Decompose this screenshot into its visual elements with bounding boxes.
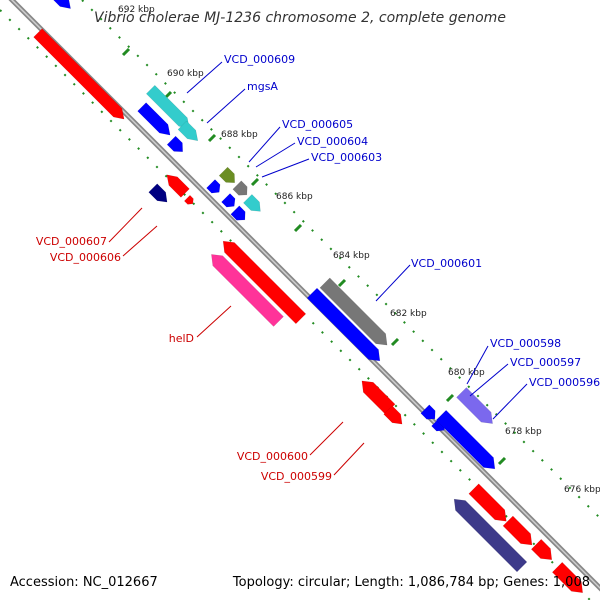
gene-label: VCD_000603 xyxy=(311,151,382,164)
gene-label: mgsA xyxy=(247,80,278,93)
tick-label: 682 kbp xyxy=(390,309,427,319)
tick-label: 678 kbp xyxy=(505,427,542,437)
gene-label-leader xyxy=(261,158,310,178)
gene-arrow xyxy=(166,135,183,152)
gene-arrow xyxy=(137,102,171,136)
gene-arrow xyxy=(383,405,403,425)
gene-label: VCD_000600 xyxy=(237,450,308,463)
gene-arrow xyxy=(53,0,71,9)
gene-label: VCD_000601 xyxy=(411,257,482,270)
tick-mark xyxy=(250,177,260,187)
gene-label-leader xyxy=(196,305,232,338)
gene-label-leader xyxy=(108,207,143,243)
gene-label: VCD_000605 xyxy=(282,118,353,131)
tick-mark xyxy=(121,47,131,57)
gene-arrow xyxy=(222,240,307,325)
gene-arrow xyxy=(502,515,533,546)
gene-arrow xyxy=(166,174,190,198)
gene-label-leader xyxy=(469,363,509,397)
accession-text: Accession: NC_012667 xyxy=(10,575,158,590)
genome-stats-text: Topology: circular; Length: 1,086,784 bp… xyxy=(232,575,590,590)
gene-arrow xyxy=(319,277,388,346)
gene-label-leader xyxy=(186,61,223,94)
gene-arrow xyxy=(361,380,396,415)
gene-label: VCD_000604 xyxy=(297,135,368,148)
gene-label: VCD_000607 xyxy=(36,235,107,248)
gene-arrow xyxy=(148,183,168,203)
gene-label-leader xyxy=(122,225,158,257)
gene-arrow xyxy=(218,166,235,183)
gene-arrow xyxy=(551,561,583,593)
gene-arrow xyxy=(221,193,236,208)
gene-label-leader xyxy=(206,88,246,124)
gene-arrow xyxy=(435,409,496,470)
gene-layer xyxy=(33,0,583,593)
gene-label: VCD_000597 xyxy=(510,356,581,369)
tick-label: 676 kbp xyxy=(564,485,600,495)
gene-label-leader xyxy=(492,383,528,420)
gene-arrow xyxy=(243,194,261,212)
tick-mark xyxy=(445,393,455,403)
gene-arrow xyxy=(306,287,381,362)
gene-label: VCD_000598 xyxy=(490,337,561,350)
gene-label-leader xyxy=(309,421,344,456)
tick-mark xyxy=(293,223,303,233)
label-layer: VCD_000609 mgsA VCD_000605VCD_000604VCD_00… xyxy=(36,53,600,483)
tick-mark xyxy=(497,456,507,466)
gene-arrow xyxy=(468,483,507,522)
gene-arrow xyxy=(232,180,248,196)
tick-label: 690 kbp xyxy=(167,69,204,79)
gene-label-leader xyxy=(466,345,489,385)
gene-arrow xyxy=(177,120,199,142)
gene-label: VCD_000599 xyxy=(261,470,332,483)
gene-label: VCD_000596 xyxy=(529,376,600,389)
gene-label: helD xyxy=(169,332,194,345)
gene-label-leader xyxy=(248,126,281,163)
gene-label: VCD_000609 xyxy=(224,53,295,66)
gene-label-leader xyxy=(333,442,365,476)
gene-arrow xyxy=(230,205,246,221)
tick-label: 686 kbp xyxy=(276,192,313,202)
tick-mark xyxy=(207,133,217,143)
gene-arrow xyxy=(206,179,221,194)
tick-label: 680 kbp xyxy=(448,368,485,378)
gene-label-leader xyxy=(375,264,411,302)
gene-arrow xyxy=(33,28,125,120)
tick-label: 684 kbp xyxy=(333,251,370,261)
gene-arrow xyxy=(456,387,493,424)
tick-mark xyxy=(337,278,347,288)
tick-label: 692 kbp xyxy=(118,5,155,15)
map-title: Vibrio cholerae MJ-1236 chromosome 2, co… xyxy=(94,10,506,26)
gene-label: VCD_000606 xyxy=(50,251,121,264)
gene-label-leader xyxy=(255,142,296,168)
gene-arrow xyxy=(530,538,553,561)
gene-arrow xyxy=(453,498,528,573)
tick-label: 688 kbp xyxy=(221,130,258,140)
gene-arrow xyxy=(183,194,194,205)
gene-arrow xyxy=(420,404,436,420)
tick-mark xyxy=(390,337,400,347)
gene-arrow xyxy=(211,254,284,327)
inner-dotted-rail xyxy=(0,9,592,600)
